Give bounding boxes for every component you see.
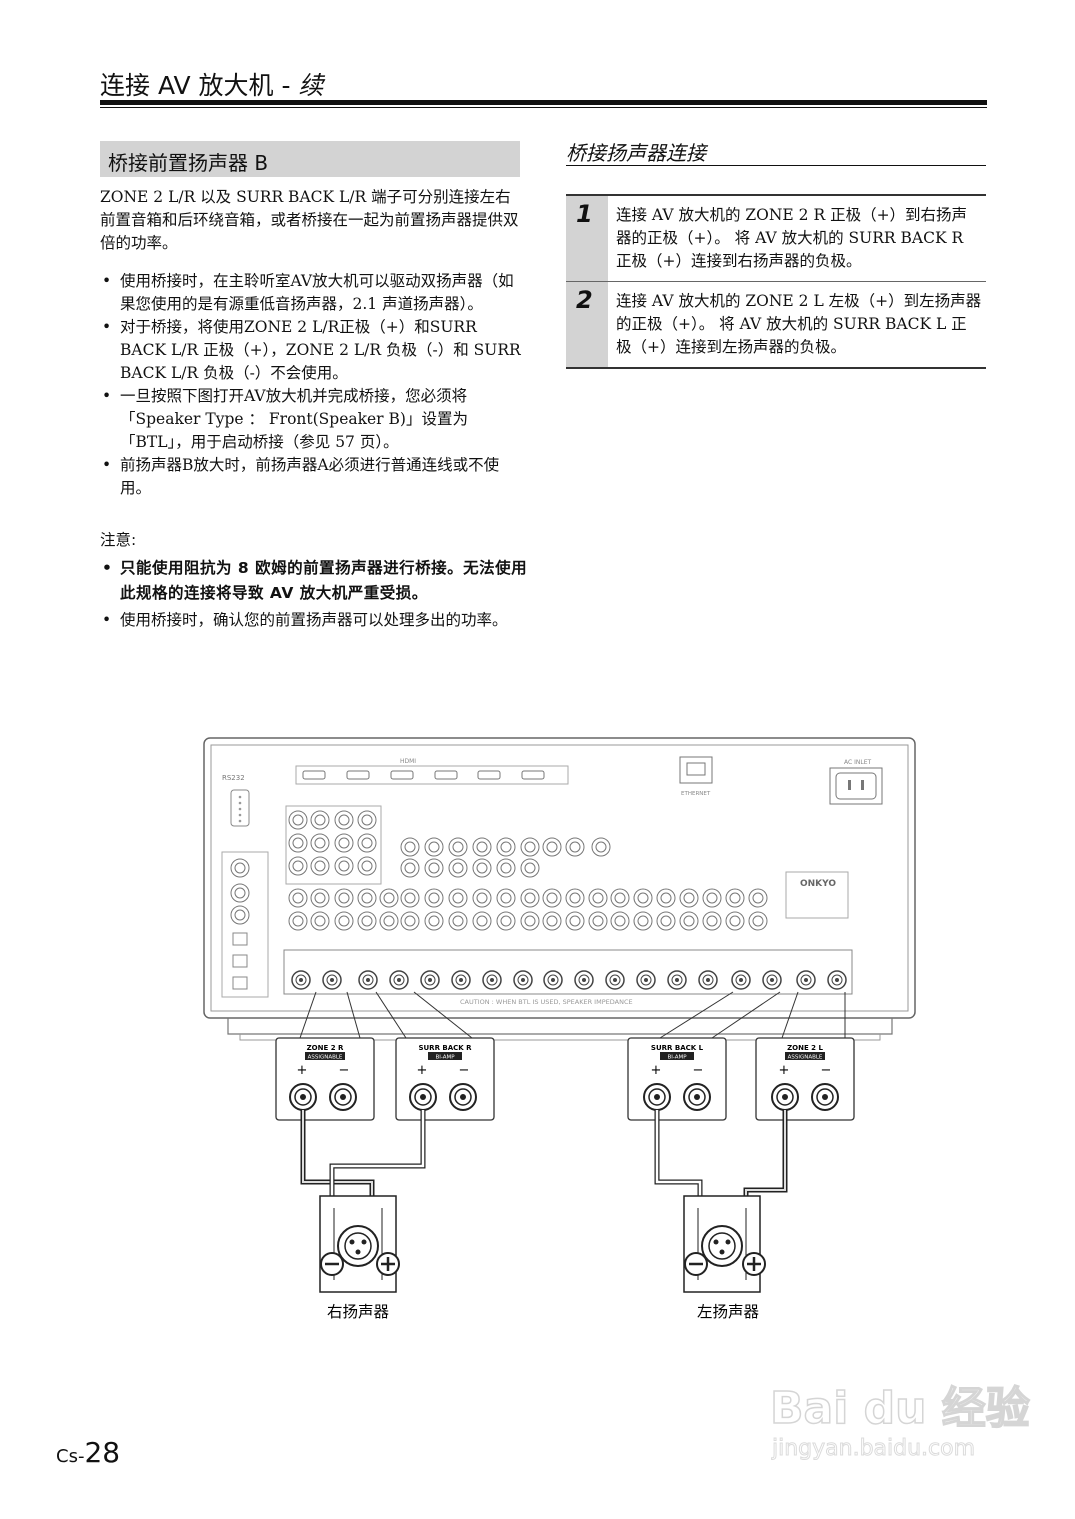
plus-sign: + xyxy=(417,1063,428,1078)
terminal-tag: ASSIGNABLE xyxy=(788,1055,823,1061)
terminal-name: ZONE 2 L xyxy=(787,1044,823,1052)
header-separator: - xyxy=(273,71,299,100)
section-title-box: 桥接前置扬声器 B xyxy=(100,141,520,177)
caution-text: CAUTION : WHEN BTL IS USED, SPEAKER IMPE… xyxy=(460,998,633,1006)
note-item: 只能使用阻抗为 8 欧姆的前置扬声器进行桥接。无法使用此规格的连接将导致 AV … xyxy=(100,556,530,606)
watermark-url: jingyan.baidu.com xyxy=(771,1436,975,1461)
terminal-name: SURR BACK R xyxy=(418,1044,472,1052)
watermark-brand: Bai du 经验 xyxy=(770,1383,1030,1434)
step-text: 连接 AV 放大机的 ZONE 2 L 左极（+）到左扬声器的正极（+）。 将 … xyxy=(616,292,982,356)
ethernet-label: ETHERNET xyxy=(681,791,711,797)
terminal-box-zone2-l: ZONE 2 L ASSIGNABLE + − xyxy=(755,1037,855,1121)
terminal-box-zone2-r: ZONE 2 R ASSIGNABLE + − xyxy=(275,1037,375,1121)
plus-sign: + xyxy=(779,1063,790,1078)
step-text: 连接 AV 放大机的 ZONE 2 R 正极（+）到右扬声器的正极（+）。 将 … xyxy=(616,206,968,270)
minus-sign: − xyxy=(459,1063,470,1078)
digital-input-jacks xyxy=(230,858,250,990)
header-rule xyxy=(100,100,987,105)
page-number: Cs-28 xyxy=(56,1436,120,1469)
callout-lines xyxy=(299,991,846,1039)
steps-table: 1 连接 AV 放大机的 ZONE 2 R 正极（+）到右扬声器的正极（+）。 … xyxy=(566,194,986,369)
terminal-box-surr-back-l: SURR BACK L BI-AMP + − xyxy=(627,1037,727,1121)
minus-sign: − xyxy=(693,1063,704,1078)
brand-logo: ONKYO xyxy=(800,879,836,889)
section-title: 桥接前置扬声器 B xyxy=(108,151,269,175)
step-row: 2 连接 AV 放大机的 ZONE 2 L 左极（+）到左扬声器的正极（+）。 … xyxy=(566,282,986,369)
rs232-label: RS232 xyxy=(222,774,245,782)
watermark: Bai du 经验 jingyan.baidu.com xyxy=(769,1382,1030,1461)
minus-sign: − xyxy=(339,1063,350,1078)
ac-inlet-label: AC INLET xyxy=(844,759,871,766)
step-number: 2 xyxy=(576,286,593,314)
terminal-tag: ASSIGNABLE xyxy=(308,1055,343,1061)
right-section-title: 桥接扬声器连接 xyxy=(566,141,706,165)
hdmi-label: HDMI xyxy=(400,758,416,765)
page-prefix: Cs- xyxy=(56,1446,85,1467)
terminal-tag: BI-AMP xyxy=(667,1055,687,1061)
list-item: 使用桥接时，在主聆听室AV放大机可以驱动双扬声器（如果您使用的是有源重低音扬声器… xyxy=(100,270,525,316)
bullet-list: 使用桥接时，在主聆听室AV放大机可以驱动双扬声器（如果您使用的是有源重低音扬声器… xyxy=(100,270,525,500)
note-list: 只能使用阻抗为 8 欧姆的前置扬声器进行桥接。无法使用此规格的连接将导致 AV … xyxy=(100,556,530,635)
plus-sign: + xyxy=(297,1063,308,1078)
intro-paragraph: ZONE 2 L/R 以及 SURR BACK L/R 端子可分别连接左右前置音… xyxy=(100,188,519,252)
step-number-cell: 2 xyxy=(566,282,608,367)
left-speaker-icon xyxy=(683,1195,766,1293)
terminal-box-surr-back-r: SURR BACK R BI-AMP + − xyxy=(395,1037,495,1121)
receiver-rear-panel: RS232 HDMI ETHERNET AC INLET xyxy=(203,737,916,1041)
header-rule-thin xyxy=(100,107,987,108)
terminal-tag: BI-AMP xyxy=(435,1055,455,1061)
step-number: 1 xyxy=(576,200,593,228)
step-number-cell: 1 xyxy=(566,196,608,281)
right-speaker-icon xyxy=(319,1195,400,1293)
right-section-rule xyxy=(566,165,986,166)
header-title: 连接 AV 放大机 xyxy=(100,71,274,100)
terminal-name: SURR BACK L xyxy=(651,1044,704,1052)
step-row: 1 连接 AV 放大机的 ZONE 2 R 正极（+）到右扬声器的正极（+）。 … xyxy=(566,196,986,282)
list-item: 对于桥接，将使用ZONE 2 L/R正极（+）和SURR BACK L/R 正极… xyxy=(100,316,525,385)
header-subtitle: 续 xyxy=(298,71,324,100)
plus-sign: + xyxy=(651,1063,662,1078)
list-item: 一旦按照下图打开AV放大机并完成桥接，您必须将「Speaker Type ： F… xyxy=(100,385,525,454)
page-number-value: 28 xyxy=(84,1436,121,1469)
page-header: 连接 AV 放大机 - 续 xyxy=(100,66,323,102)
right-speaker-label: 右扬声器 xyxy=(327,1303,390,1321)
minus-sign: − xyxy=(821,1063,832,1078)
note-label: 注意: xyxy=(100,531,137,549)
list-item: 前扬声器B放大时，前扬声器A必须进行普通连线或不使用。 xyxy=(100,454,525,500)
left-speaker-label: 左扬声器 xyxy=(697,1303,760,1321)
terminal-name: ZONE 2 R xyxy=(307,1044,344,1052)
hdmi-ports xyxy=(302,770,545,780)
note-item: 使用桥接时，确认您的前置扬声器可以处理多出的功率。 xyxy=(100,608,530,633)
